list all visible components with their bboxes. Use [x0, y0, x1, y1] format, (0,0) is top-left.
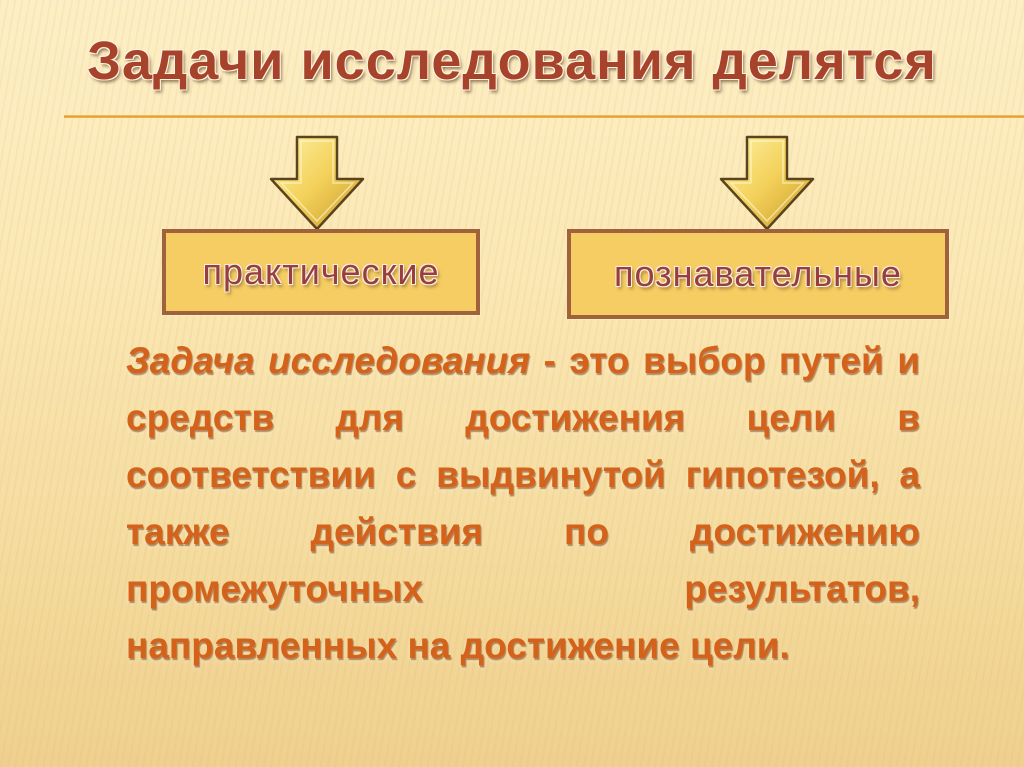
definition-term: Задача исследования	[126, 340, 531, 381]
definition-line: промежуточных результатов,	[126, 568, 920, 609]
definition-line: Задача исследования - это выбор путей и	[126, 340, 920, 381]
definition-line: средств для достижения цели в	[126, 397, 920, 438]
arrow-down-icon	[719, 135, 815, 231]
definition-line: также действия по достижению	[126, 511, 920, 552]
definition-line: соответствии с выдвинутой гипотезой, а	[126, 454, 920, 495]
category-box-practical: практические	[162, 229, 480, 315]
definition-line: направленных на достижение цели.	[126, 625, 790, 666]
category-label: практические	[202, 251, 440, 292]
arrow-down-icon	[269, 135, 365, 231]
title-divider	[64, 115, 1024, 118]
slide-title: Задачи исследования делятся	[87, 31, 937, 91]
category-box-cognitive: познавательные	[567, 229, 949, 319]
definition-text: Задача исследования - это выбор путей и …	[126, 332, 920, 674]
category-label: познавательные	[614, 253, 902, 294]
